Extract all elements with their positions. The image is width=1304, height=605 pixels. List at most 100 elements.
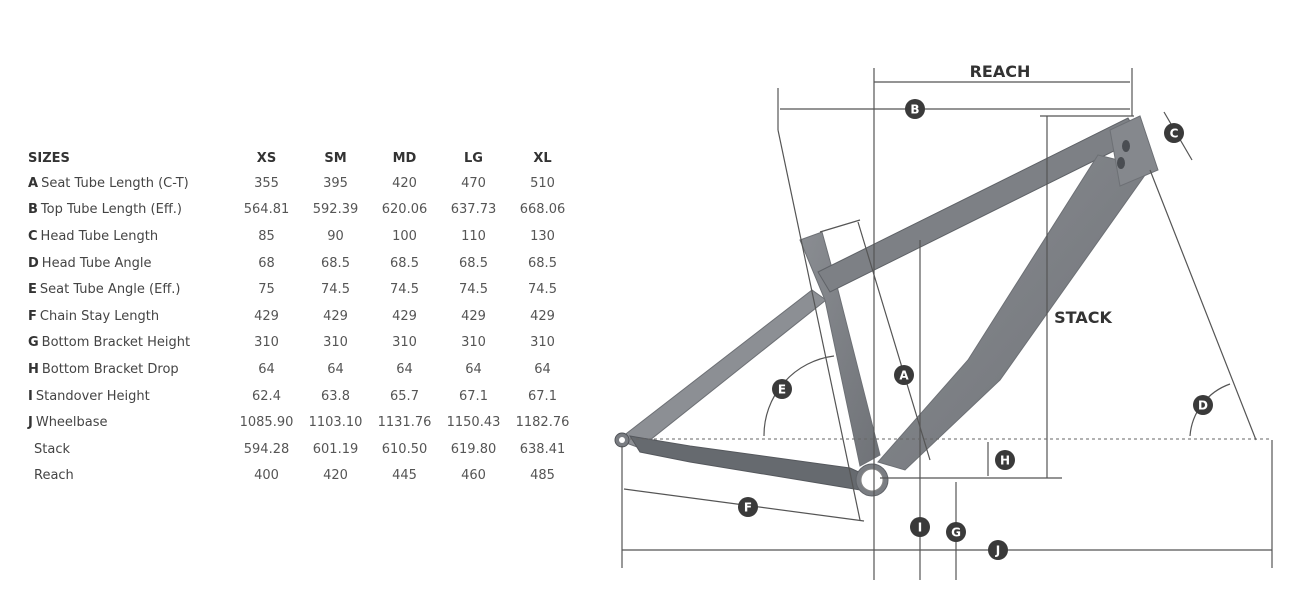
dimension-lines xyxy=(621,68,1273,580)
svg-text:J: J xyxy=(995,544,1000,558)
size-value-cell: 638.41 xyxy=(519,441,566,457)
size-value-cell: 470 xyxy=(461,175,486,191)
size-value-cell: 74.5 xyxy=(321,282,350,298)
svg-text:G: G xyxy=(951,526,961,540)
size-value-cell: 64 xyxy=(396,361,413,377)
badge-j: J xyxy=(988,540,1008,560)
dimension-name: Head Tube Length xyxy=(40,228,159,244)
size-value-cell: 1150.43 xyxy=(446,415,501,431)
size-value-cell: 1182.76 xyxy=(515,415,570,431)
svg-text:D: D xyxy=(1198,399,1208,413)
dimension-name: Seat Tube Angle (Eff.) xyxy=(39,282,181,298)
size-value-cell: 310 xyxy=(254,335,279,351)
size-value-cell: 460 xyxy=(461,468,486,484)
seat-tube-length-line xyxy=(857,221,931,461)
size-value-cell: 68.5 xyxy=(528,255,557,271)
size-value-cell: 429 xyxy=(392,308,417,324)
sizes-header: SIZES xyxy=(28,150,70,166)
dimension-letter: A xyxy=(28,175,39,191)
badge-e: E xyxy=(772,379,792,399)
size-value-cell: 64 xyxy=(534,361,551,377)
size-value-cell: 420 xyxy=(392,175,417,191)
badge-g: G xyxy=(946,522,966,542)
dimension-name: Chain Stay Length xyxy=(39,308,160,324)
size-value-cell: 90 xyxy=(327,228,344,244)
size-value-cell: 429 xyxy=(323,308,348,324)
cable-port-2 xyxy=(1117,157,1125,169)
size-value-cell: 100 xyxy=(392,228,417,244)
svg-text:H: H xyxy=(1000,454,1010,468)
dimension-name: Seat Tube Length (C-T) xyxy=(41,175,189,191)
dimension-name: Head Tube Angle xyxy=(41,255,152,271)
dimension-letter: B xyxy=(28,202,38,218)
size-value-cell: 601.19 xyxy=(312,441,359,457)
size-header-sm: SM xyxy=(324,150,347,166)
size-value-cell: 429 xyxy=(461,308,486,324)
dimension-letter: C xyxy=(28,228,38,244)
size-value-cell: 1085.90 xyxy=(239,415,294,431)
badge-a: A xyxy=(894,365,914,385)
svg-text:F: F xyxy=(744,501,752,515)
badge-b: B xyxy=(905,99,925,119)
dimension-letter: E xyxy=(28,282,37,298)
size-value-cell: 68.5 xyxy=(321,255,350,271)
size-value-cell: 62.4 xyxy=(252,388,281,404)
size-header-lg: LG xyxy=(464,150,483,166)
size-header-md: MD xyxy=(392,150,417,166)
size-value-cell: 67.1 xyxy=(459,388,488,404)
size-value-cell: 65.7 xyxy=(390,388,419,404)
table-header-row: SIZES XS SM MD LG XL xyxy=(28,146,577,170)
svg-text:E: E xyxy=(778,383,786,397)
size-value-cell: 74.5 xyxy=(528,282,557,298)
size-value-cell: 75 xyxy=(258,282,275,298)
row-label: Stack xyxy=(28,436,232,463)
dimension-letter: G xyxy=(28,335,39,351)
size-value-cell: 592.39 xyxy=(312,202,359,218)
dimension-name: Wheelbase xyxy=(35,415,108,431)
size-value-cell: 68 xyxy=(258,255,275,271)
dimension-name: Standover Height xyxy=(35,388,150,404)
size-value-cell: 63.8 xyxy=(321,388,350,404)
row-label: Reach xyxy=(28,463,232,490)
dimension-name: Reach xyxy=(34,468,74,484)
size-value-cell: 620.06 xyxy=(381,202,428,218)
size-value-cell: 64 xyxy=(258,361,275,377)
size-value-cell: 610.50 xyxy=(381,441,428,457)
size-value-cell: 637.73 xyxy=(450,202,497,218)
size-value-cell: 68.5 xyxy=(390,255,419,271)
size-value-cell: 68.5 xyxy=(459,255,488,271)
badge-h: H xyxy=(995,450,1015,470)
dimension-letter: J xyxy=(28,415,33,431)
reach-label: REACH xyxy=(970,62,1031,81)
size-value-cell: 400 xyxy=(254,468,279,484)
dimension-letter: D xyxy=(28,255,39,271)
size-value-cell: 619.80 xyxy=(450,441,497,457)
badge-c: C xyxy=(1164,123,1184,143)
badge-f: F xyxy=(738,497,758,517)
stack-label: STACK xyxy=(1054,308,1112,327)
svg-text:I: I xyxy=(918,521,922,535)
size-header-xl: XL xyxy=(533,150,552,166)
badge-i: I xyxy=(910,517,930,537)
size-value-cell: 564.81 xyxy=(243,202,290,218)
size-value-cell: 130 xyxy=(530,228,555,244)
